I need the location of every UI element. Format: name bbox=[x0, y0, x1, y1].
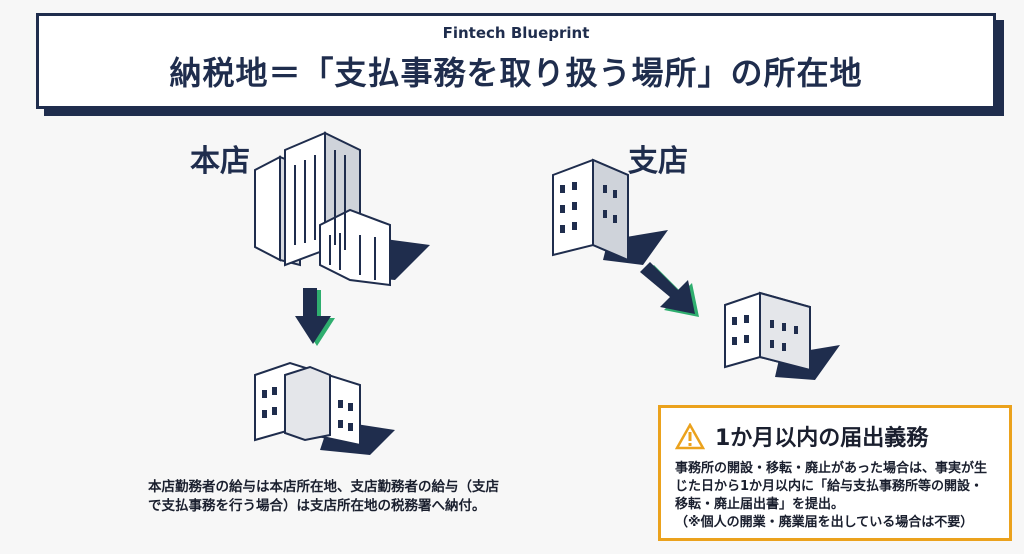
page-title: 納税地＝「支払事務を取り扱う場所」の所在地 bbox=[169, 54, 863, 92]
payment-note: 本店勤務者の給与は本店所在地、支店勤務者の給与（支店で支払事務を行う場合）は支店… bbox=[148, 479, 499, 514]
warning-footnote: （※個人の開業・廃業届を出している場合は不要） bbox=[675, 515, 974, 530]
warning-title: 1か月以内の届出義務 bbox=[715, 426, 929, 451]
warning-icon bbox=[675, 422, 705, 449]
arrow-diagonal-icon bbox=[640, 262, 699, 317]
title-box: Fintech Blueprint 納税地＝「支払事務を取り扱う場所」の所在地 bbox=[36, 13, 996, 109]
warning-body: 事務所の開設・移転・廃止があった場合は、事実が生じた日から1か月以内に「給与支払… bbox=[675, 461, 988, 512]
head-office-label: 本店 bbox=[190, 144, 250, 179]
arrow-down-icon bbox=[295, 288, 335, 346]
warning-box: 1か月以内の届出義務 事務所の開設・移転・廃止があった場合は、事実が生じた日から… bbox=[658, 405, 1012, 541]
tax-office-building-icon bbox=[254, 361, 395, 455]
branch-building-icon bbox=[552, 158, 668, 265]
head-office-building-icon bbox=[254, 131, 430, 287]
new-office-building-icon bbox=[724, 291, 840, 380]
brand-name: Fintech Blueprint bbox=[442, 24, 590, 42]
branch-label: 支店 bbox=[628, 144, 688, 179]
